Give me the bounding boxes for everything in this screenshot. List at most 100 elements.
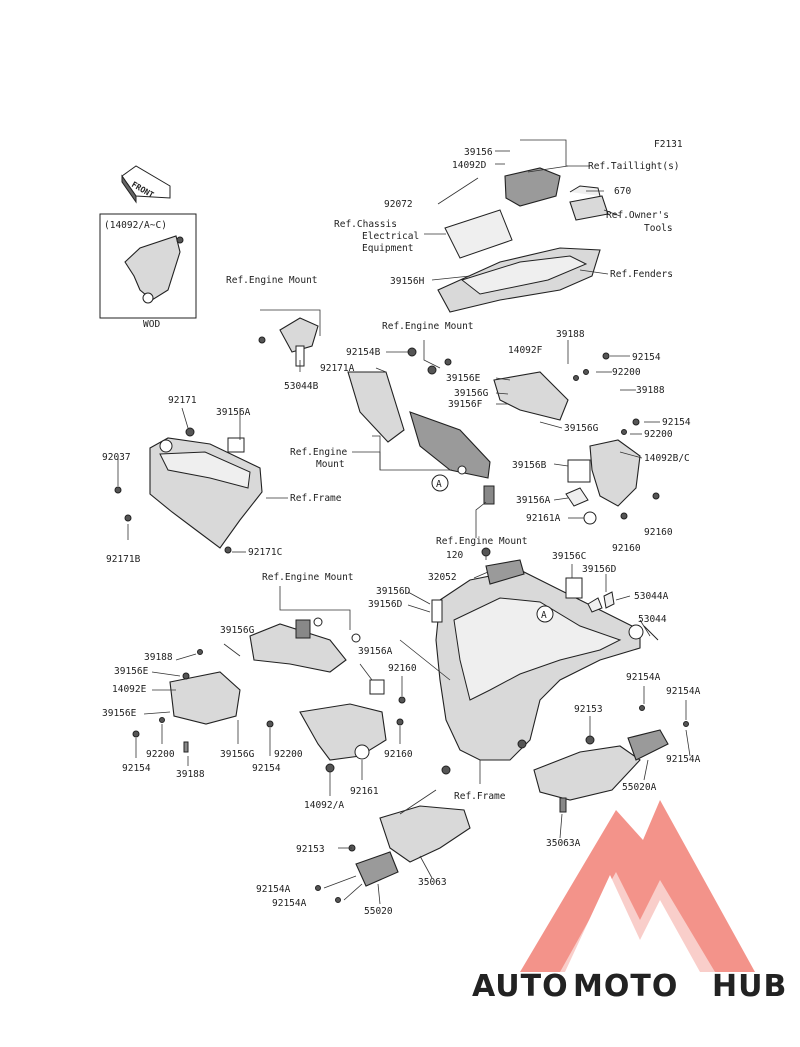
part-92171C: 92171C — [248, 547, 282, 558]
diagram-code: F2131 — [654, 139, 683, 150]
part-120: 120 — [446, 550, 463, 561]
ref-engine-mount-3-line1: Ref.Engine — [290, 447, 347, 458]
ref-engine-mount-1: Ref.Engine Mount — [226, 275, 318, 286]
watermark-text-moto: MOTO — [573, 969, 678, 1004]
ref-engine-mount-4: Ref.Engine Mount — [436, 536, 528, 547]
part-39156E-top: 39156E — [446, 373, 481, 384]
leader-lines — [117, 139, 691, 905]
part-92200-top: 92200 — [612, 367, 641, 378]
part-14092A: 14092/A — [304, 800, 344, 811]
part-35063: 35063 — [418, 877, 447, 888]
watermark-text-hub: HUB — [712, 969, 787, 1004]
part-92160-right2: 92160 — [612, 543, 641, 554]
part-39156G-top: 39156G — [454, 388, 489, 399]
part-92154A-left1: 92154A — [256, 884, 291, 895]
part-14092F: 14092F — [508, 345, 543, 356]
part-39156A-right: 39156A — [516, 495, 551, 506]
part-53044A: 53044A — [634, 591, 669, 602]
part-39156E-left: 39156E — [114, 666, 149, 677]
part-92171: 92171 — [168, 395, 197, 406]
bracket-center-left — [266, 703, 404, 773]
part-92161: 92161 — [350, 786, 379, 797]
part-92072: 92072 — [384, 199, 413, 210]
part-92154A-left2: 92154A — [272, 898, 307, 909]
part-92160-right: 92160 — [644, 527, 673, 538]
part-92161A: 92161A — [526, 513, 561, 524]
inset-part-ref: (14092/A~C) — [104, 220, 167, 231]
ref-engine-mount-3-line2: Mount — [316, 459, 345, 470]
footrest-bracket-right — [533, 705, 689, 813]
part-39156C: 39156C — [552, 551, 586, 562]
part-14092E: 14092E — [112, 684, 147, 695]
part-39156A-left: 39156A — [216, 407, 251, 418]
part-39156D-left2: 39156D — [368, 599, 403, 610]
engine-mount-top — [258, 317, 495, 505]
part-92154-top: 92154 — [632, 352, 661, 363]
ref-frame-2: Ref.Frame — [454, 791, 506, 802]
part-39156D-right: 39156D — [582, 564, 617, 575]
part-92171B: 92171B — [106, 554, 141, 565]
footrest-bracket-left — [315, 805, 471, 903]
part-14092D: 14092D — [452, 160, 487, 171]
part-92154B: 92154B — [346, 347, 381, 358]
bracket-right-middle — [565, 439, 660, 525]
ref-chassis-line1: Ref.Chassis — [334, 219, 397, 230]
part-92153-right: 92153 — [574, 704, 603, 715]
ref-frame-1: Ref.Frame — [290, 493, 342, 504]
part-92153-left: 92153 — [296, 844, 325, 855]
ref-fenders: Ref.Fenders — [610, 269, 673, 280]
part-39156: 39156 — [464, 147, 493, 158]
part-39188-left: 39188 — [144, 652, 173, 663]
callout-marker-1: A — [431, 474, 449, 492]
part-39188-bottom: 39188 — [176, 769, 205, 780]
watermark-triangle-icon — [520, 800, 755, 972]
watermark-text-auto: AUTO — [472, 969, 569, 1004]
part-39156H: 39156H — [390, 276, 425, 287]
watermark-logo — [520, 800, 755, 972]
ref-engine-mount-5: Ref.Engine Mount — [262, 572, 354, 583]
ref-taillight: Ref.Taillight(s) — [588, 161, 680, 172]
ref-chassis-line3: Equipment — [362, 243, 413, 254]
bracket-left-lower — [132, 649, 241, 753]
part-32052: 32052 — [428, 572, 457, 583]
part-39156G-bottom: 39156G — [220, 749, 255, 760]
svg-text:A: A — [436, 479, 442, 490]
part-92154A-right3: 92154A — [666, 754, 701, 765]
part-39156G-left: 39156G — [220, 625, 255, 636]
front-arrow-icon: FRONT — [121, 165, 171, 204]
part-92154A-right2: 92154A — [666, 686, 701, 697]
part-53044: 53044 — [638, 614, 667, 625]
part-92037: 92037 — [102, 452, 131, 463]
tail-cowl-assembly — [437, 167, 609, 313]
part-55020: 55020 — [364, 906, 393, 917]
part-92160-center: 92160 — [388, 663, 417, 674]
part-39156B: 39156B — [512, 460, 547, 471]
part-92154A-right1: 92154A — [626, 672, 661, 683]
part-670: 670 — [614, 186, 631, 197]
ref-engine-mount-2: Ref.Engine Mount — [382, 321, 474, 332]
inset-caption: WOD — [143, 319, 160, 330]
part-92154-right: 92154 — [662, 417, 691, 428]
bracket-right-upper — [493, 352, 640, 435]
part-39188-right: 39188 — [636, 385, 665, 396]
svg-text:A: A — [541, 610, 547, 621]
inset-box: (14092/A~C) WOD — [99, 213, 197, 330]
ref-chassis-line2: Electrical — [362, 231, 419, 242]
part-35063A: 35063A — [546, 838, 581, 849]
part-92154-left: 92154 — [122, 763, 151, 774]
part-92160-center2: 92160 — [384, 749, 413, 760]
part-39156F: 39156F — [448, 399, 483, 410]
part-14092BC: 14092B/C — [644, 453, 690, 464]
part-92171A: 92171A — [320, 363, 355, 374]
part-55020A: 55020A — [622, 782, 657, 793]
callout-marker-2: A — [536, 605, 554, 623]
part-39156D-left: 39156D — [376, 586, 411, 597]
part-39156E-left2: 39156E — [102, 708, 137, 719]
part-92200-center: 92200 — [274, 749, 303, 760]
part-92200-left: 92200 — [146, 749, 175, 760]
part-39188-top: 39188 — [556, 329, 585, 340]
part-39156A-center: 39156A — [358, 646, 393, 657]
engine-mount-lower — [249, 617, 406, 704]
main-frame — [431, 547, 659, 775]
